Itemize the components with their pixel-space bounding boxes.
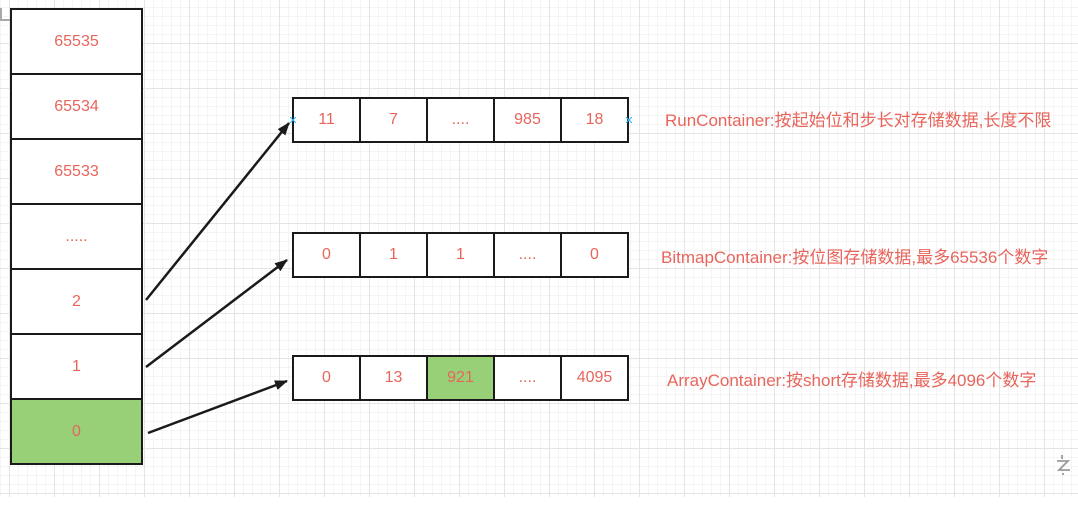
cell-value: .... [451,111,470,128]
cell-value: .... [518,369,537,386]
bitmap-container-cell[interactable]: 0 [292,232,361,278]
keys-array-cell[interactable]: 2 [10,268,143,335]
keys-array-cell[interactable]: 65533 [10,138,143,205]
bitmap-container-cell[interactable]: 1 [359,232,428,278]
diagram-canvas: 65535 65534 65533 ..... 2 1 0 11 7 .... … [0,0,1078,497]
cell-value: 0 [590,246,599,263]
bitmap-container-array[interactable]: 0 1 1 .... 0 [292,232,629,278]
keys-cell-value: 65535 [54,32,99,50]
bitmap-container-cell[interactable]: 1 [426,232,495,278]
arrow-to-bitmap-container[interactable] [145,259,288,368]
bitmap-container-cell[interactable]: .... [493,232,562,278]
array-container-cell[interactable]: .... [493,355,562,401]
run-container-cell[interactable]: 985 [493,97,562,143]
keys-cell-value: ..... [65,227,88,245]
cell-value: 18 [585,111,604,128]
array-container-cell-highlighted[interactable]: 921 [426,355,495,401]
array-container-cell[interactable]: 13 [359,355,428,401]
run-container-cell[interactable]: .... [426,97,495,143]
cell-value: 0 [322,246,331,263]
cell-value: 0 [322,369,331,386]
cell-value: 921 [447,369,474,386]
array-container-array[interactable]: 0 13 921 .... 4095 [292,355,629,401]
cell-value: 7 [389,111,398,128]
cell-value: 1 [456,246,465,263]
run-container-cell[interactable]: 7 [359,97,428,143]
cell-value: 13 [384,369,403,386]
run-container-label[interactable]: RunContainer:按起始位和步长对存储数据,长度不限 [665,111,1052,130]
array-container-label[interactable]: ArrayContainer:按short存储数据,最多4096个数字 [667,371,1037,390]
keys-array[interactable]: 65535 65534 65533 ..... 2 1 0 [10,8,143,465]
keys-array-cell-highlighted[interactable]: 0 [10,398,143,465]
run-container-cell[interactable]: 11 [292,97,361,143]
keys-cell-value: 0 [72,422,81,440]
cell-value: 985 [514,111,541,128]
bitmap-container-cell[interactable]: 0 [560,232,629,278]
cell-value: 11 [318,111,335,128]
run-container-cell[interactable]: 18 [560,97,629,143]
keys-cell-value: 65534 [54,97,99,115]
endpoint-marker-right-icon[interactable]: ✕ [624,115,634,127]
run-container-array[interactable]: 11 7 .... 985 18 [292,97,629,143]
arrow-to-run-container[interactable] [145,122,290,301]
keys-array-cell[interactable]: 1 [10,333,143,400]
cell-value: .... [518,246,537,263]
keys-array-cell[interactable]: ..... [10,203,143,270]
array-container-cell[interactable]: 0 [292,355,361,401]
keys-cell-value: 2 [72,292,81,310]
bitmap-container-label[interactable]: BitmapContainer:按位图存储数据,最多65536个数字 [661,248,1049,267]
keys-array-cell[interactable]: 65534 [10,73,143,140]
keys-cell-value: 65533 [54,162,99,180]
arrow-to-array-container[interactable] [147,379,288,435]
cell-value: 1 [389,246,398,263]
cell-value: 4095 [576,369,613,386]
endpoint-marker-left-icon[interactable]: ✕ [288,115,298,127]
array-container-cell[interactable]: 4095 [560,355,629,401]
keys-array-cell[interactable]: 65535 [10,8,143,75]
cursor-icon [1056,455,1071,475]
keys-cell-value: 1 [72,357,81,375]
